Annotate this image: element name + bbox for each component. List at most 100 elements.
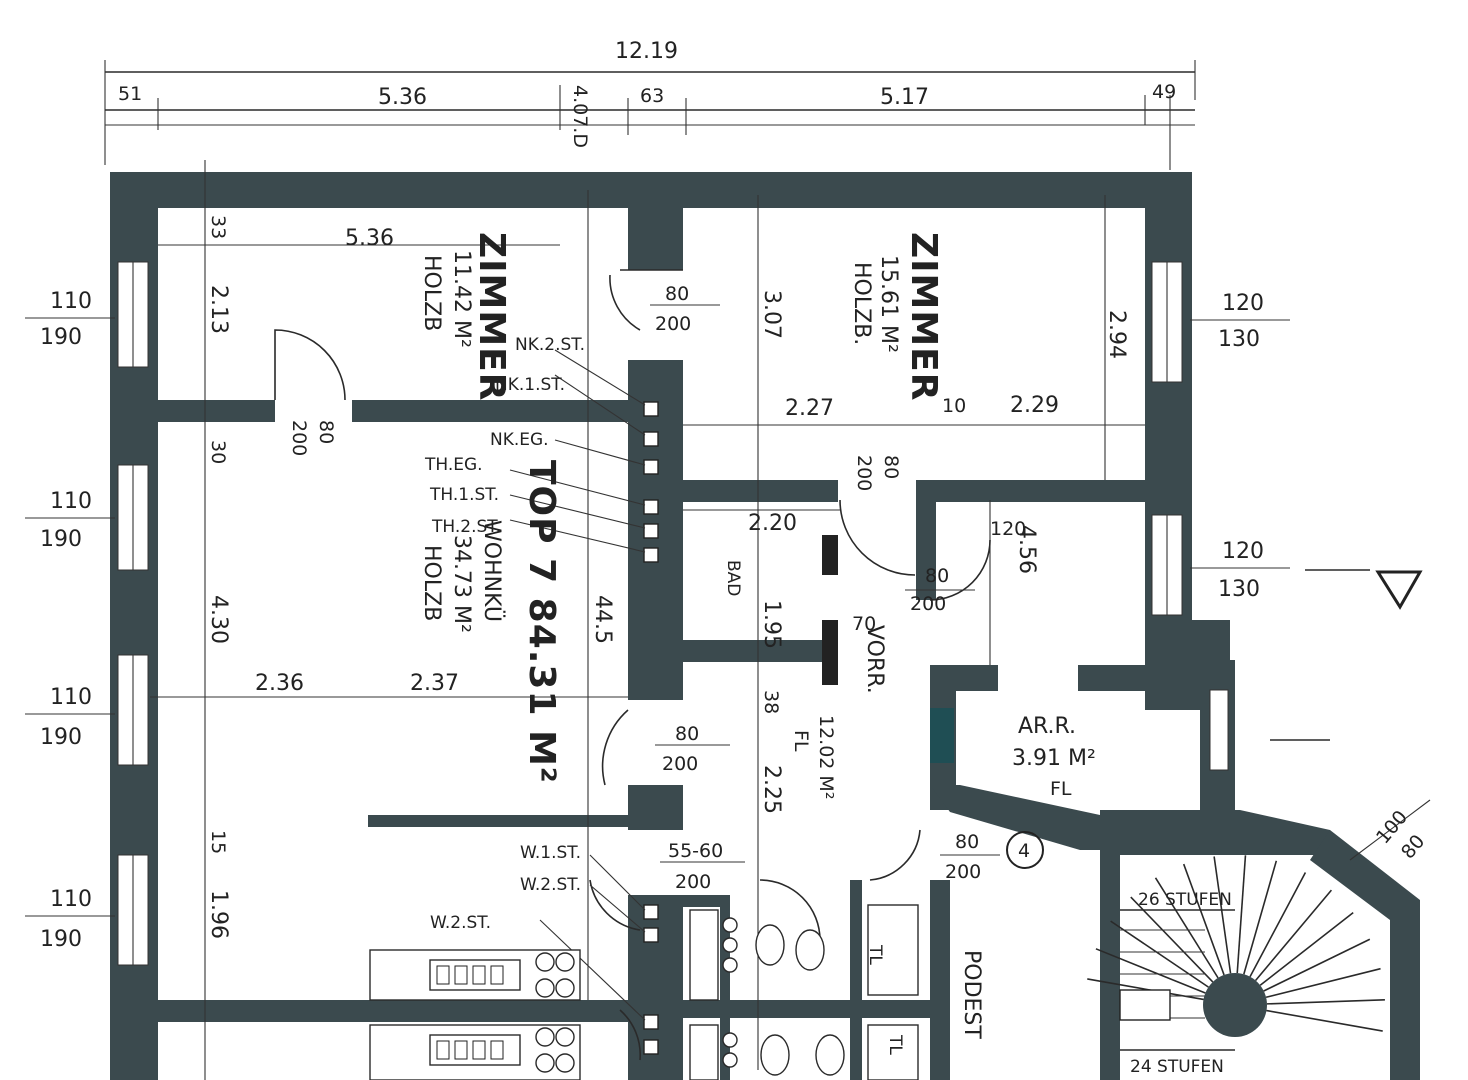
bath-fixture-lower [822,620,838,685]
label-stairs-down: 24 STUFEN [1130,1057,1224,1077]
stair-tread [1154,877,1219,979]
door-1-top: 80 [665,283,689,305]
window-right-2: 120 130 [1190,539,1290,602]
circle-marker-label: 4 [1018,840,1030,862]
window-left-3: 110 190 [25,685,115,750]
ar-name: AR.R. [1018,714,1076,739]
zimmer1-floor: HOLZB [419,255,444,331]
dim-lower-15: 15 [207,830,229,854]
zimmer2-floor: HOLZB. [849,262,874,345]
dim-vorr-height: 2.25 [759,765,784,814]
stair-tread [1213,856,1232,974]
zimmer2-area: 15.61 M² [876,255,901,353]
window-left-4-top: 110 [50,887,92,912]
ar-door-panel [930,708,954,763]
zimmer2-name: ZIMMER [903,232,944,401]
dim-seg-a: 5.36 [378,85,427,110]
window-left-2-top: 110 [50,489,92,514]
door-3-top: 80 [880,455,902,479]
vorr-name: VORR. [862,625,887,694]
dim-hall-a: 2.27 [785,396,834,421]
stair-tread [1263,938,1371,992]
vorr-floor: FL [790,730,812,752]
zimmer1-area: 11.42 M² [449,250,474,348]
stair-tread [1266,998,1385,1005]
window-stair: 100 80 [1349,799,1431,863]
stair-tread [1266,1009,1383,1032]
label-w-2st-b: W.2.ST. [430,913,491,933]
window-left-1-bottom: 190 [40,325,82,350]
staircase [1087,855,1385,1051]
zimmer1-name: ZIMMER [471,232,512,401]
dim-bath-width: 2.20 [748,511,797,536]
window-left-1-top: 110 [50,289,92,314]
room-ar: AR.R. 3.91 M² FL [1012,714,1096,800]
door-4-top: 80 [925,565,949,587]
label-nk-eg: NK.EG. [490,430,549,450]
dim-tiny-33: 33 [207,215,229,239]
stair-tread [1095,948,1206,994]
door-6-bottom: 200 [945,861,981,883]
label-w-2st-a: W.2.ST. [520,875,581,895]
walls [110,172,1420,1080]
ar-floor: FL [1050,778,1072,800]
label-tl-1: TL [865,944,885,965]
dim-hall-gap: 10 [942,395,966,417]
label-nk-2st: NK.2.ST. [515,335,585,355]
label-nk-1st: NK.1.ST. [495,375,565,395]
circle-marker [1006,831,1044,869]
window-right-2-top: 120 [1222,539,1264,564]
window-left-3-top: 110 [50,685,92,710]
dim-hall-b: 2.29 [1010,393,1059,418]
wohnkue-name: WOHNKÜ [479,520,505,622]
door-1-bottom: 200 [655,313,691,335]
label-w-1st: W.1.ST. [520,843,581,863]
dim-kitchen-b: 2.37 [410,671,459,696]
window-left-3-bottom: 190 [40,725,82,750]
door-2-top: 80 [315,420,337,444]
dim-room2-height: 3.07 [759,290,784,339]
wohnkue-area: 34.73 M² [449,535,474,633]
kitchen-counter [369,949,581,1080]
dim-seg-door: 4.07.D [569,85,591,148]
door-2-bottom: 200 [288,420,310,456]
window-left-4: 110 190 [25,887,115,952]
dim-wall-44: 44.5 [590,595,615,644]
door-6-top: 80 [955,831,979,853]
section-marker [1270,569,1423,741]
podest-name: PODEST [959,950,984,1039]
dim-seg-c: 5.17 [880,85,929,110]
bad-name: BAD [723,560,743,596]
stair-tread [1254,889,1333,982]
dim-seg-b: 63 [640,85,664,107]
dim-room1-width: 5.36 [345,226,394,251]
dim-tiny-38: 38 [760,690,782,714]
wohnkue-top: TOP 7 84.31 M² [521,460,562,784]
stair-tread [1243,860,1278,975]
label-th-1st: TH.1.ST. [429,485,499,505]
dim-living-height: 4.30 [206,595,231,644]
chase-vents [643,401,659,1055]
label-th-eg: TH.EG. [424,455,483,475]
bath-fixture-upper [822,535,838,575]
label-tl-2: TL [885,1034,905,1055]
stair-tread [1259,912,1354,986]
door-5-top: 80 [675,723,699,745]
door-8-top: 70 [852,613,876,635]
window-left-4-bottom: 190 [40,927,82,952]
door-4-bottom: 200 [910,593,946,615]
window-right-1-top: 120 [1222,291,1264,316]
top-dimension-lines [104,60,1196,170]
label-th-2st: TH.2.ST. [431,517,501,537]
stair-tread [1130,896,1214,983]
room-zimmer-2: ZIMMER 15.61 M² HOLZB. [849,232,944,401]
window-left-2: 110 190 [25,489,115,552]
door-3-bottom: 200 [853,455,875,491]
stair-tread [1236,855,1247,974]
room-zimmer-1: ZIMMER 11.42 M² HOLZB [419,232,512,401]
window-right-1-bottom: 130 [1218,327,1260,352]
door-7-top: 55-60 [668,840,723,862]
window-left-1: 110 190 [25,289,115,350]
window-lines [132,262,1168,965]
